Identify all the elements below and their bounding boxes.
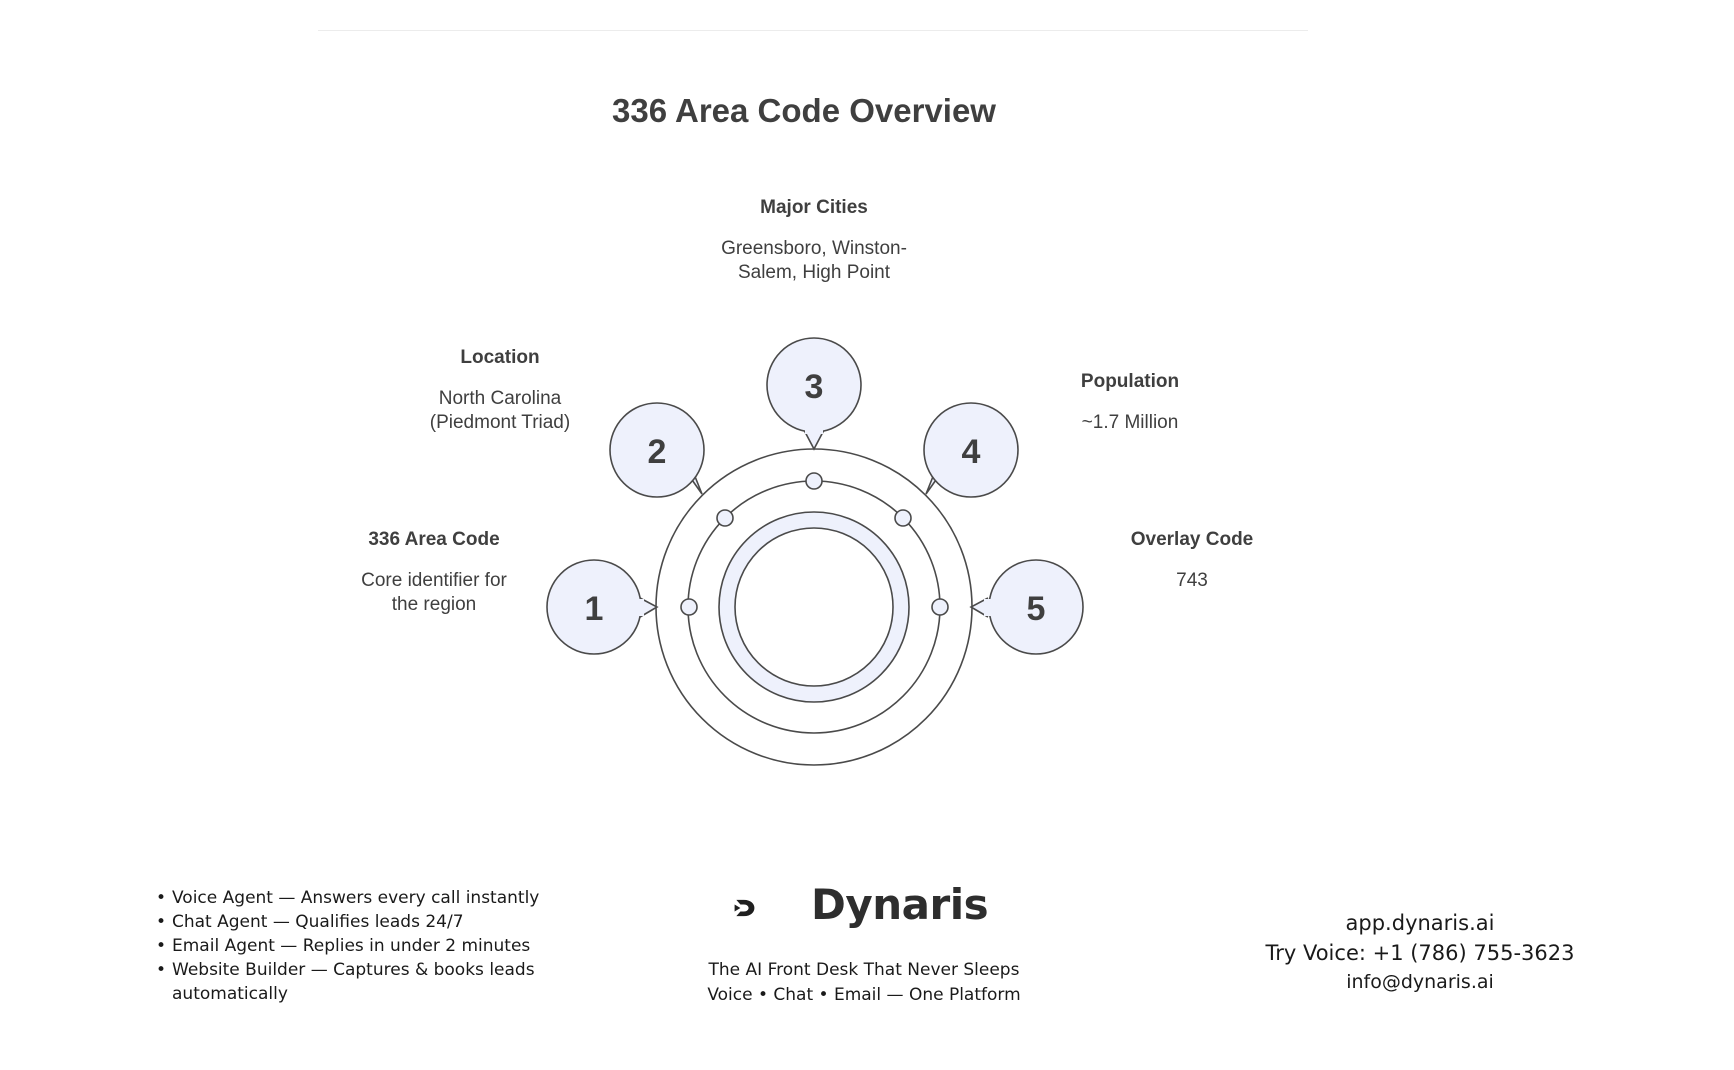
bubble-1: 1 bbox=[546, 559, 659, 655]
contact-email[interactable]: info@dynaris.ai bbox=[1346, 971, 1494, 993]
inner-core bbox=[734, 527, 894, 687]
feature-list: Voice Agent — Answers every call instant… bbox=[152, 886, 572, 1006]
node-marker-4 bbox=[894, 509, 912, 527]
callout-heading: Location bbox=[460, 347, 540, 368]
brand-subtagline: Voice • Chat • Email — One Platform bbox=[707, 985, 1021, 1005]
callout-body: Greensboro, Winston-Salem, High Point bbox=[721, 238, 907, 283]
callout-heading: Population bbox=[1080, 371, 1180, 392]
callout-location: Location North Carolina (Piedmont Triad) bbox=[380, 347, 620, 435]
callout-heading: Major Cities bbox=[760, 197, 868, 218]
list-item: Voice Agent — Answers every call instant… bbox=[152, 886, 572, 910]
callout-major-cities: Major Cities Greensboro, Winston-Salem, … bbox=[694, 197, 934, 285]
bubble-number-4: 4 bbox=[962, 433, 981, 471]
node-marker-5 bbox=[931, 598, 949, 616]
list-item: Chat Agent — Qualifies leads 24/7 bbox=[152, 910, 572, 934]
list-item: Website Builder — Captures & books leads… bbox=[152, 958, 572, 1006]
bubble-2: 2 bbox=[609, 402, 705, 498]
callout-heading: Overlay Code bbox=[1130, 529, 1254, 550]
node-marker-1 bbox=[680, 598, 698, 616]
callout-population: Population ~1.7 Million bbox=[1010, 371, 1250, 435]
node-marker-3 bbox=[805, 472, 823, 490]
contact-url[interactable]: app.dynaris.ai bbox=[1345, 911, 1495, 935]
callout-overlay-code: Overlay Code 743 bbox=[1072, 529, 1312, 593]
callout-body: 743 bbox=[1176, 570, 1208, 591]
callout-body: North Carolina (Piedmont Triad) bbox=[429, 388, 571, 433]
list-item: Email Agent — Replies in under 2 minutes bbox=[152, 934, 572, 958]
brand-tagline: The AI Front Desk That Never Sleeps bbox=[708, 960, 1020, 980]
node-marker-2 bbox=[716, 509, 734, 527]
bubble-number-3: 3 bbox=[805, 368, 824, 406]
contact-phone[interactable]: Try Voice: +1 (786) 755-3623 bbox=[1265, 941, 1575, 965]
bubble-5: 5 bbox=[969, 559, 1084, 655]
top-divider bbox=[318, 30, 1308, 31]
bubble-number-2: 2 bbox=[648, 433, 667, 471]
callout-body: ~1.7 Million bbox=[1081, 412, 1179, 433]
callout-heading: 336 Area Code bbox=[368, 529, 500, 550]
bubble-3: 3 bbox=[766, 337, 862, 451]
brand-name: Dynaris bbox=[811, 880, 989, 929]
bubble-4: 4 bbox=[923, 402, 1019, 498]
bubble-number-5: 5 bbox=[1027, 590, 1046, 628]
callout-area-code: 336 Area Code Core identifier for the re… bbox=[314, 529, 554, 617]
page-title: 336 Area Code Overview bbox=[612, 92, 996, 129]
dynaris-logo-icon bbox=[734, 899, 755, 917]
bubble-number-1: 1 bbox=[585, 590, 604, 628]
callout-body: Core identifier for the region bbox=[361, 570, 507, 615]
